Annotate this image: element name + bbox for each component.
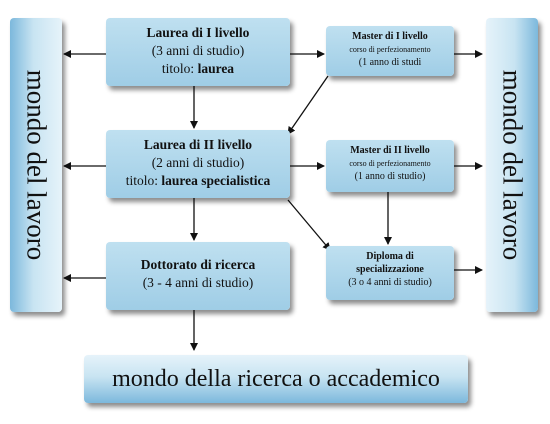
master1-title: Master di I livello [352,31,428,42]
mondo-lavoro-right: mondo del lavoro [486,18,538,312]
arrow-laurea2-to-diploma [287,199,331,251]
mondo-ricerca-label: mondo della ricerca o accademico [112,366,440,392]
laurea2-titolo-value: laurea specialistica [161,173,271,188]
laurea1-duration: (3 anni di studio) [151,43,245,58]
mondo-lavoro-left-label: mondo del lavoro [21,69,52,261]
laurea-secondo-livello-box: Laurea di II livello (2 anni di studio) … [106,130,290,198]
dottorato-duration: (3 - 4 anni di studio) [142,275,254,290]
mondo-lavoro-right-label: mondo del lavoro [497,69,528,261]
diploma-specializzazione-box: Diploma di specializzazione (3 o 4 anni … [326,246,454,300]
master2-subtitle: corso di perfezionamento [349,159,431,168]
laurea1-titolo-prefix: titolo: [161,61,198,76]
laurea2-titolo-prefix: titolo: [125,173,162,188]
dottorato-box: Dottorato di ricerca (3 - 4 anni di stud… [106,242,290,310]
master-primo-livello-box: Master di I livello corso di perfezionam… [326,26,454,76]
laurea1-title: Laurea di I livello [146,25,250,40]
master2-duration: (1 anno di studio) [354,171,426,182]
diploma-title-line1: Diploma di [366,251,414,262]
master2-title: Master di II livello [350,145,430,156]
master-secondo-livello-box: Master di II livello corso di perfeziona… [326,140,454,192]
laurea2-titolo: titolo: laurea specialistica [106,172,290,190]
diploma-duration: (3 o 4 anni di studio) [348,277,432,288]
mondo-ricerca-box: mondo della ricerca o accademico [84,355,468,403]
master1-subtitle: corso di perfezionamento [349,45,431,54]
diploma-title-line2: specializzazione [356,264,424,275]
laurea2-duration: (2 anni di studio) [151,155,245,170]
laurea-primo-livello-box: Laurea di I livello (3 anni di studio) t… [106,18,290,86]
mondo-lavoro-left: mondo del lavoro [10,18,62,312]
laurea2-title: Laurea di II livello [143,137,253,152]
master1-duration: (1 anno di studi [358,57,422,68]
laurea1-titolo-value: laurea [197,61,235,76]
arrow-master1-to-laurea2 [287,75,329,135]
laurea1-titolo: titolo: laurea [106,60,290,78]
dottorato-title: Dottorato di ricerca [140,257,256,272]
